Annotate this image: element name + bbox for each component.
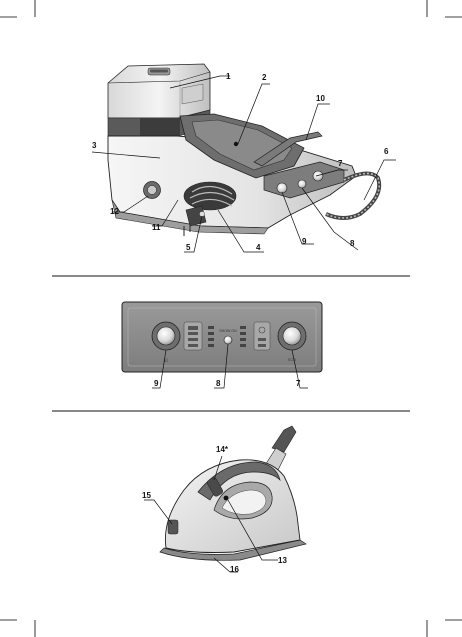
center-indicator-area: SHOW ON (208, 326, 246, 347)
steam-dial-label: ((( (164, 358, 168, 362)
panel-housing (121, 301, 323, 373)
eco-dial (282, 326, 302, 346)
steam-knob (276, 182, 288, 194)
iron-handle (197, 461, 281, 501)
iron-callout-13: 13 (278, 556, 287, 565)
control-panel-figure: ((( SHOW ON ECO (121, 301, 323, 373)
iron-callout-14: 14* (216, 445, 229, 454)
water-tank (107, 63, 211, 119)
callout-8: 8 (350, 239, 355, 248)
iron-callouts: 13 14* 15 16 (142, 445, 287, 574)
callout-7: 7 (338, 159, 343, 168)
callout-10: 10 (316, 94, 325, 103)
steam-dial (156, 326, 176, 346)
steam-trigger (207, 477, 223, 497)
callout-1: 1 (226, 72, 231, 81)
callout-11: 11 (152, 223, 161, 232)
eco-dial-label: ECO (288, 358, 296, 362)
callout-4: 4 (256, 243, 261, 252)
mode-button (297, 179, 307, 189)
eco-knob (312, 170, 324, 182)
callout-6: 6 (384, 147, 389, 156)
iron-lock-bracket (253, 131, 323, 167)
eco-symbol-strip (253, 321, 271, 351)
iron-figure (159, 425, 307, 561)
panel-callout-7: 7 (296, 379, 301, 388)
panel-callouts: 9 8 7 (152, 343, 308, 389)
callout-5: 5 (186, 243, 191, 252)
center-top-label: SHOW ON (219, 329, 237, 333)
spray-button (167, 519, 179, 535)
panel-callout-9: 9 (154, 379, 159, 388)
callout-3: 3 (92, 141, 97, 150)
steam-station-figure (107, 63, 382, 236)
callout-2: 2 (262, 73, 267, 82)
panel-callout-8: 8 (216, 379, 221, 388)
tank-window (181, 83, 204, 105)
callout-9: 9 (302, 237, 307, 246)
center-button (223, 335, 233, 345)
iron-lamp (223, 495, 229, 501)
top-callouts: 1 2 3 4 5 6 7 8 9 10 11 12 (91, 72, 396, 253)
soleplate (159, 539, 307, 561)
callout-12: 12 (110, 207, 119, 216)
iron-callout-15: 15 (142, 491, 151, 500)
iron-callout-16: 16 (230, 565, 239, 574)
